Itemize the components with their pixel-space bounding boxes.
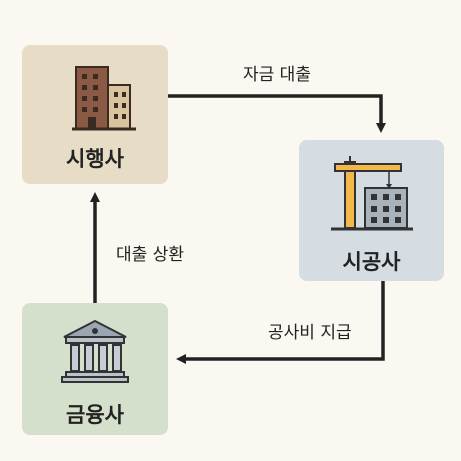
edge-label-loan: 자금 대출 (243, 65, 311, 85)
node-bank-label: 금융사 (66, 403, 124, 427)
edge-label-repayment: 대출 상환 (116, 245, 184, 265)
node-builder-label: 시공사 (342, 250, 401, 274)
node-developer: 시행사 (22, 45, 168, 184)
bank-icon (61, 319, 129, 383)
edge-label-payment: 공사비 지급 (268, 323, 352, 343)
node-developer-label: 시행사 (66, 147, 124, 171)
construction-crane-icon (331, 156, 413, 231)
node-bank: 금융사 (22, 303, 168, 435)
node-builder: 시공사 (299, 140, 444, 281)
arrow-loan (168, 94, 386, 133)
office-building-icon (72, 66, 136, 131)
arrow-payment (176, 281, 385, 364)
